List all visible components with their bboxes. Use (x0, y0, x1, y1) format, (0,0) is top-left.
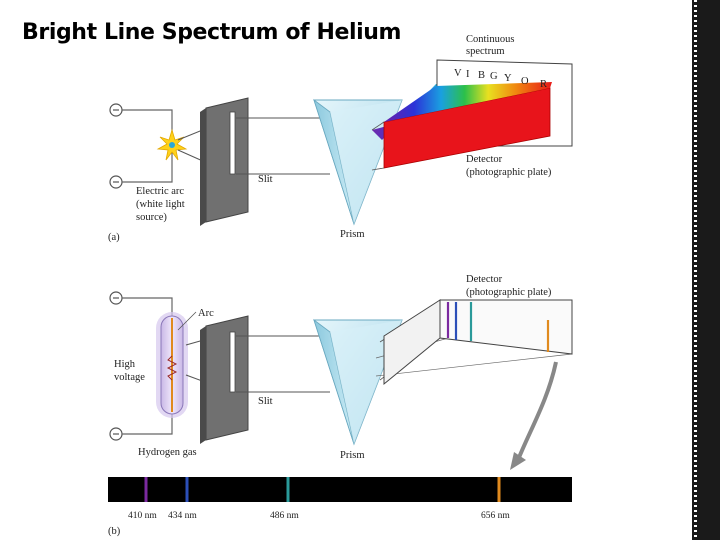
spectral-line-labels: 410 nm 434 nm 486 nm 656 nm (128, 511, 510, 521)
spectral-line-486nm (286, 477, 290, 502)
spectral-line-label-486nm: 486 nm (270, 511, 299, 521)
spectral-line-410nm (144, 477, 148, 502)
power-terminal-bottom-b (109, 427, 123, 441)
color-letter-i: I (466, 69, 470, 80)
arrow-to-spectrum (510, 361, 558, 470)
prism-label-b: Prism (340, 450, 365, 461)
detector-label-a-line2: (photographic plate) (466, 167, 552, 178)
spectral-line-label-434nm: 434 nm (168, 511, 197, 521)
voltage-label-line2: voltage (114, 372, 145, 383)
slit-label-a: Slit (258, 174, 273, 185)
spectral-line-656nm (497, 477, 501, 502)
source-label-line2: (white light (136, 199, 185, 210)
spectral-line-434nm (185, 477, 189, 502)
detector-label-b-line2: (photographic plate) (466, 287, 552, 298)
color-letter-y: Y (504, 73, 512, 84)
slit-wall-a (200, 97, 249, 226)
color-letter-b: B (478, 70, 485, 81)
prism-label-a: Prism (340, 229, 365, 240)
continuous-label-line1: Continuous (466, 34, 514, 45)
panel-a-label: (a) (108, 232, 120, 243)
voltage-label-line1: High (114, 359, 136, 370)
detector-plate-a (371, 59, 573, 171)
slide-title: Bright Line Spectrum of Helium (22, 20, 402, 45)
line-spectrum-strip (108, 477, 572, 502)
arc-label: Arc (198, 308, 214, 319)
source-label-line3: source) (136, 212, 167, 223)
color-letter-v: V (454, 68, 462, 79)
power-terminal-top-b (109, 291, 123, 305)
detector-label-a-line1: Detector (466, 154, 503, 165)
spectral-line-label-410nm: 410 nm (128, 511, 157, 521)
slit-wall-b (200, 315, 249, 444)
slit-label-b: Slit (258, 396, 273, 407)
power-terminal-bottom (109, 175, 123, 189)
hydrogen-gas-tube (156, 312, 188, 418)
source-label-line1: Electric arc (136, 186, 184, 197)
detector-plate-b (383, 299, 573, 386)
panel-b: Detector (photographic plate) Arc High v… (108, 274, 573, 537)
gas-label: Hydrogen gas (138, 447, 197, 458)
panel-b-label: (b) (108, 526, 121, 537)
spectral-lines (144, 477, 501, 502)
continuous-label-line2: spectrum (466, 46, 505, 57)
spectral-line-label-656nm: 656 nm (481, 511, 510, 521)
color-letter-g: G (490, 71, 498, 82)
color-letter-o: O (521, 76, 529, 87)
right-border-decoration (692, 0, 720, 540)
detector-label-b-line1: Detector (466, 274, 503, 285)
electric-arc-icon (156, 128, 188, 161)
power-terminal-top (109, 103, 123, 117)
color-letter-r: R (540, 79, 547, 90)
